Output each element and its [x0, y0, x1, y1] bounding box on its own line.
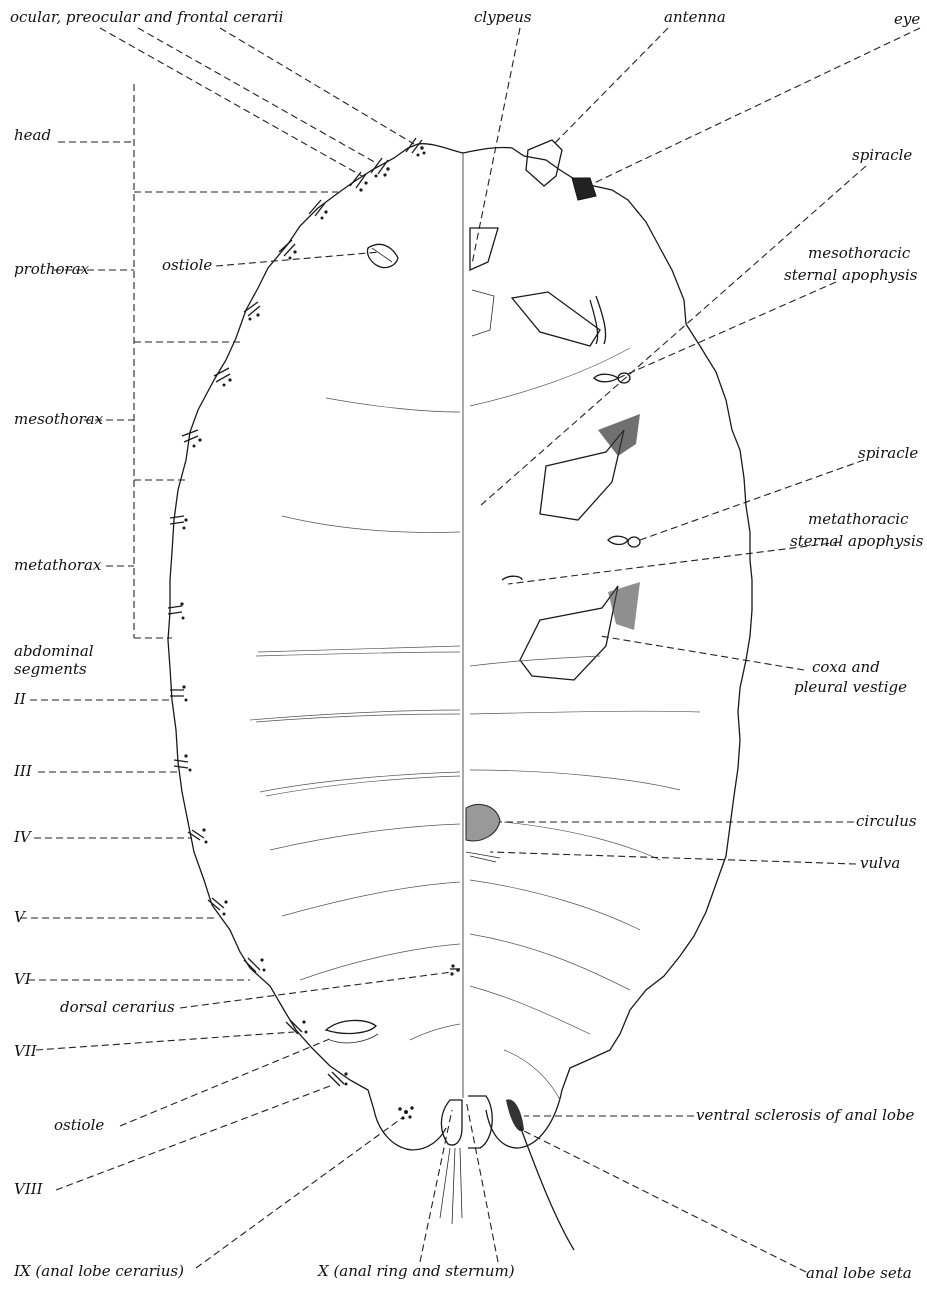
label-mesothoracic-1: mesothoracic — [808, 244, 911, 262]
label-mesothoracic-2: sternal apophysis — [784, 266, 918, 284]
label-mesothorax: mesothorax — [14, 410, 104, 428]
cerarius-II — [170, 685, 188, 701]
cerarii-marks — [168, 138, 460, 1120]
antenna-shape — [526, 140, 562, 186]
label-ostiole-2: ostiole — [54, 1116, 104, 1134]
label-head: head — [14, 126, 51, 144]
coxa-anterior — [540, 414, 640, 520]
cerarius-dorsal — [450, 964, 460, 975]
vulva-mark — [466, 852, 500, 862]
coxa-posterior — [520, 582, 640, 680]
ventral-details — [440, 140, 700, 1250]
label-seg-VI: VI — [14, 970, 32, 988]
label-seg-III: III — [13, 762, 33, 780]
ostiole-posterior — [326, 1020, 378, 1042]
label-seg-II: II — [13, 690, 27, 708]
label-seg-VII: VII — [14, 1042, 38, 1060]
ostiole-anterior — [367, 244, 398, 267]
label-prothorax: prothorax — [14, 260, 90, 278]
anal-ring-shape — [440, 1096, 492, 1224]
label-ostiole-1: ostiole — [162, 256, 212, 274]
spiracle-posterior — [608, 536, 640, 547]
anal-lobe-sclerosis — [506, 1099, 524, 1131]
label-spiracle-1: spiracle — [852, 146, 912, 164]
leader-lines — [20, 28, 920, 1272]
cerarius-ocular — [371, 158, 390, 178]
label-ocular-cerarii: ocular, preocular and frontal cerarii — [10, 8, 284, 26]
mesothoracic-apophysis-shape — [512, 292, 606, 346]
label-clypeus: clypeus — [474, 8, 532, 26]
cerarius-meso-1 — [214, 368, 232, 387]
label-coxa-1: coxa and — [812, 658, 880, 676]
metathoracic-apophysis-shape — [502, 576, 522, 580]
cerarius-anal-lobe — [398, 1106, 413, 1119]
label-coxa-2: pleural vestige — [794, 678, 907, 696]
cerarius-meta-1 — [170, 516, 188, 530]
cerarius-VI — [244, 958, 266, 972]
label-ventral-sclerosis: ventral sclerosis of anal lobe — [696, 1106, 915, 1124]
labels: ocular, preocular and frontal cerarii cl… — [10, 8, 924, 1282]
cerarius-meso-2 — [182, 430, 202, 448]
label-dorsal-cerarius: dorsal cerarius — [60, 998, 175, 1016]
cerarius-head — [309, 200, 328, 220]
anal-lobe-seta-line — [520, 1126, 574, 1250]
body-outline — [168, 144, 752, 1150]
cerarius-preocular — [350, 172, 368, 192]
clypeus-shape — [470, 228, 498, 336]
label-seg-VIII: VIII — [14, 1180, 44, 1198]
label-circulus: circulus — [856, 812, 917, 830]
label-seg-IV: IV — [13, 828, 33, 846]
label-eye: eye — [894, 10, 920, 28]
region-bracket — [134, 84, 338, 638]
dorsal-outline — [168, 144, 463, 1150]
label-seg-V: V — [14, 908, 27, 926]
cerarius-pro-1 — [279, 240, 297, 260]
cerarius-III — [174, 754, 192, 771]
label-seg-X: X (anal ring and sternum) — [317, 1262, 515, 1280]
label-anal-lobe-seta: anal lobe seta — [806, 1264, 912, 1282]
label-vulva: vulva — [860, 854, 900, 872]
label-seg-IX: IX (anal lobe cerarius) — [13, 1262, 184, 1280]
circulus-shape — [466, 804, 500, 840]
label-spiracle-2: spiracle — [858, 444, 918, 462]
cerarius-pro-2 — [244, 302, 260, 321]
label-antenna: antenna — [664, 8, 726, 26]
label-metathoracic-1: metathoracic — [808, 510, 909, 528]
dorsal-details — [250, 244, 460, 1043]
label-abdominal-1: abdominal — [14, 642, 94, 660]
eye-shape — [572, 178, 596, 200]
label-metathorax: metathorax — [14, 556, 102, 574]
label-abdominal-2: segments — [14, 660, 87, 678]
label-metathoracic-2: sternal apophysis — [790, 532, 924, 550]
cerarius-VIII — [328, 1072, 348, 1086]
